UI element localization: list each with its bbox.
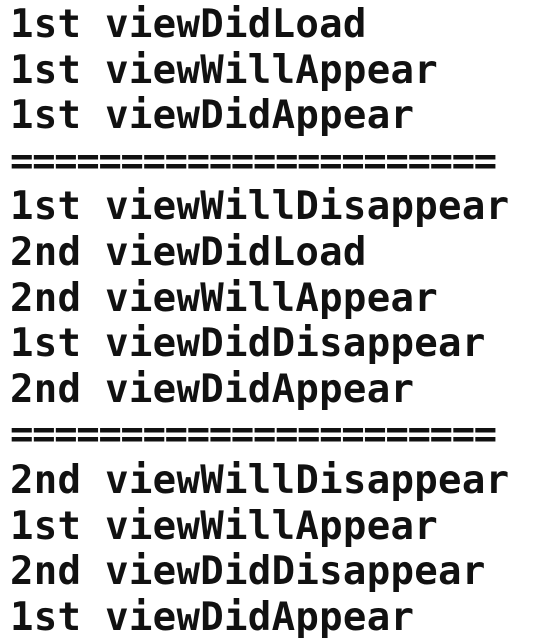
log-line: 1st viewWillAppear <box>10 47 439 93</box>
log-line: 1st viewDidDisappear <box>10 321 486 367</box>
separator-line: ====================== <box>10 412 497 458</box>
separator-line: ====================== <box>10 138 497 184</box>
log-line: 2nd viewDidDisappear <box>10 549 486 595</box>
log-line: 2nd viewDidLoad <box>10 229 367 275</box>
log-line: 1st viewDidLoad <box>10 2 367 47</box>
log-line: 1st viewWillDisappear <box>10 184 510 230</box>
log-line: 1st viewDidAppear <box>10 594 415 640</box>
log-line: 2nd viewWillAppear <box>10 275 439 321</box>
log-line: 2nd viewWillDisappear <box>10 457 510 503</box>
log-line: 2nd viewDidAppear <box>10 366 415 412</box>
log-line: 1st viewDidAppear <box>10 93 415 139</box>
log-line: 1st viewWillAppear <box>10 503 439 549</box>
